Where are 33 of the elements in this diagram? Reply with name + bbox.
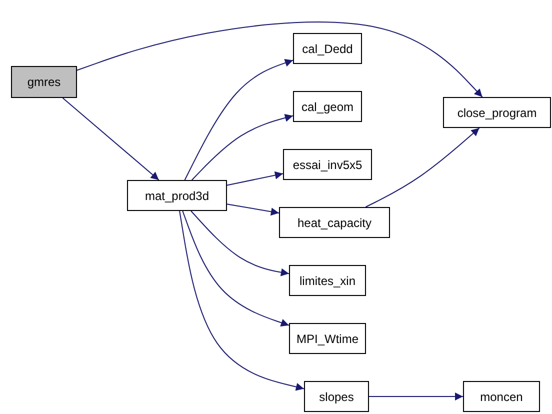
arrow — [182, 210, 290, 327]
function-name: moncen — [480, 390, 523, 404]
function-box — [11, 66, 77, 98]
function-name: slopes — [319, 390, 354, 404]
function-box — [289, 323, 366, 354]
arrow — [190, 210, 290, 276]
function-name: close_program — [457, 106, 537, 120]
arrow — [365, 128, 480, 208]
arrow — [62, 98, 160, 180]
function-box — [279, 207, 390, 238]
arrow — [76, 22, 483, 98]
function-name: limites_xin — [299, 274, 356, 288]
arrow — [226, 171, 284, 186]
function-box — [304, 381, 369, 412]
arrow — [179, 210, 304, 391]
function-name: heat_capacity — [297, 216, 372, 230]
function-box — [293, 33, 362, 64]
function-name: cal_geom — [301, 100, 354, 114]
function-name: MPI_Wtime — [296, 332, 358, 346]
function-box — [289, 265, 366, 296]
function-name: gmres — [27, 75, 61, 89]
arrow — [191, 114, 294, 180]
arrow — [184, 59, 294, 180]
function-box — [463, 381, 540, 412]
function-name: cal_Dedd — [302, 42, 353, 56]
arrow — [226, 204, 280, 216]
function-name: essai_inv5x5 — [292, 158, 362, 172]
function-name: mat_prod3d — [144, 188, 210, 202]
arrow — [368, 392, 464, 400]
function-box — [293, 91, 362, 122]
function-box — [127, 180, 227, 211]
function-box — [283, 149, 372, 180]
function-box — [443, 97, 551, 128]
